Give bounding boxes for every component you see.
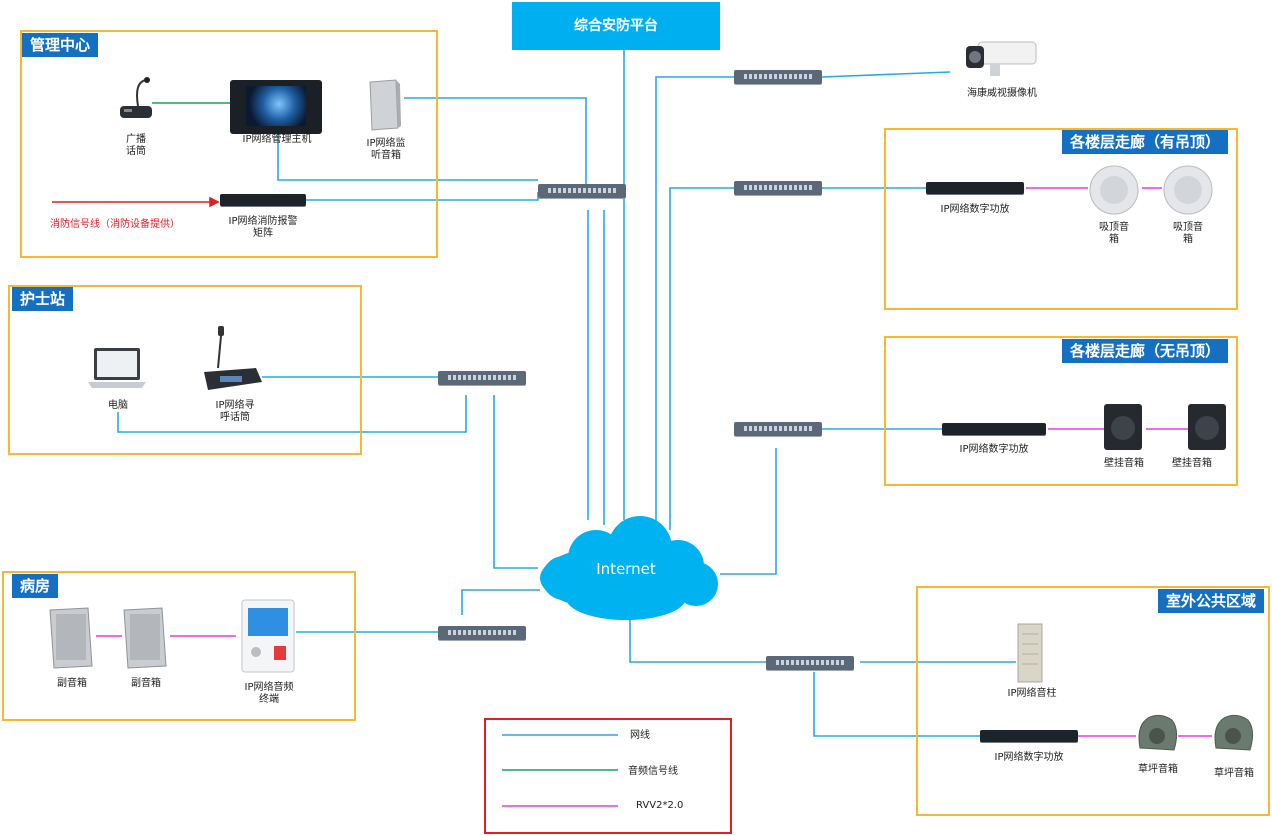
wire-wardswitch-cloud xyxy=(461,589,540,615)
wall-speaker-2-label: 壁挂音箱 xyxy=(1172,458,1212,469)
monitor-speaker-label: IP网络监 听音箱 xyxy=(366,138,406,161)
switch-ward[interactable] xyxy=(438,626,526,640)
amplifier-noceiling[interactable] xyxy=(942,423,1046,435)
lawn-speaker-1-icon xyxy=(1138,714,1178,751)
camera-label: 海康威视摄像机 xyxy=(967,88,1037,99)
switch-management[interactable] xyxy=(538,184,626,198)
switch-nurse[interactable] xyxy=(438,371,526,385)
zone-outdoor xyxy=(916,586,1270,816)
column-speaker-icon xyxy=(1017,623,1043,683)
laptop-icon xyxy=(88,348,146,388)
microphone-icon xyxy=(120,77,152,118)
legend-network-label: 网线 xyxy=(630,730,650,741)
sub-speaker-1-icon xyxy=(49,607,93,669)
zone-corridor-ceiling xyxy=(884,128,1238,310)
wire-nurseswitch-cloud xyxy=(493,395,538,569)
internet-label: Internet xyxy=(596,560,656,578)
security-platform[interactable]: 综合安防平台 xyxy=(512,2,720,50)
paging-mic-label: IP网络寻 呼话筒 xyxy=(215,400,255,423)
ceiling-speaker-1-label: 吸顶音 箱 xyxy=(1099,222,1129,245)
computer-label: 电脑 xyxy=(108,400,128,411)
wall-speaker-2-icon xyxy=(1188,404,1226,450)
lawn-speaker-1-label: 草坪音箱 xyxy=(1138,764,1178,775)
sub-speaker-1-label: 副音箱 xyxy=(57,678,87,689)
broadcast-mic-label: 广播 话筒 xyxy=(126,134,146,157)
wire-outamp-switch xyxy=(813,672,980,737)
wire-ceilswitch-cloud xyxy=(669,187,736,530)
legend-rvv-label: RVV2*2.0 xyxy=(636,800,684,811)
switch-corridor-noceiling[interactable] xyxy=(734,422,822,436)
column-speaker-label: IP网络音柱 xyxy=(1007,688,1057,699)
zone-outdoor-title: 室外公共区域 xyxy=(1158,589,1265,613)
legend-audio-label: 音频信号线 xyxy=(628,766,678,777)
wire-computer-switch xyxy=(117,395,467,433)
camera-icon xyxy=(966,41,1037,76)
switch-camera[interactable] xyxy=(734,70,822,84)
lawn-speaker-2-label: 草坪音箱 xyxy=(1214,768,1254,779)
management-host[interactable] xyxy=(230,80,322,134)
monitor-speaker-icon xyxy=(369,79,401,131)
zone-ward-title: 病房 xyxy=(12,574,59,598)
wall-speaker-1-icon xyxy=(1104,404,1142,450)
zone-ward xyxy=(2,571,356,721)
wire-cloud-outswitch xyxy=(629,618,766,663)
zone-nurse-title: 护士站 xyxy=(12,287,74,311)
zone-corridor-noceiling-title: 各楼层走廊（无吊顶） xyxy=(1062,339,1229,363)
lawn-speaker-2-icon xyxy=(1214,714,1254,751)
audio-terminal-icon xyxy=(241,599,295,673)
ceiling-speaker-2-label: 吸顶音 箱 xyxy=(1173,222,1203,245)
wire-camera-switch xyxy=(821,71,951,78)
zone-management xyxy=(20,30,438,258)
wall-speaker-1-label: 壁挂音箱 xyxy=(1104,458,1144,469)
internet-cloud-icon xyxy=(540,516,718,620)
zone-corridor-noceiling xyxy=(884,336,1238,486)
switch-outdoor[interactable] xyxy=(766,656,854,670)
zone-management-title: 管理中心 xyxy=(22,33,99,57)
amplifier-ceiling[interactable] xyxy=(926,182,1024,194)
sub-speaker-2-icon xyxy=(123,607,167,669)
wire-camswitch-cloud xyxy=(655,76,736,525)
fire-alarm-matrix[interactable] xyxy=(220,194,306,206)
wire-noceilswitch-cloud xyxy=(720,448,777,575)
amplifier-outdoor[interactable] xyxy=(980,730,1078,742)
switch-corridor-ceiling[interactable] xyxy=(734,181,822,195)
management-host-label: IP网络管理主机 xyxy=(242,134,312,145)
zone-nurse xyxy=(8,285,362,455)
sub-speaker-2-label: 副音箱 xyxy=(131,678,161,689)
amplifier-outdoor-label: IP网络数字功放 xyxy=(994,752,1064,763)
wire-monitor-switch xyxy=(404,97,587,184)
ceiling-speaker-2-icon xyxy=(1163,165,1213,215)
audio-terminal-label: IP网络音频 终端 xyxy=(244,682,294,705)
paging-mic-icon xyxy=(204,326,262,390)
amplifier-ceiling-label: IP网络数字功放 xyxy=(940,204,1010,215)
fire-signal-label: 消防信号线（消防设备提供） xyxy=(50,219,180,230)
amplifier-noceiling-label: IP网络数字功放 xyxy=(959,444,1029,455)
legend xyxy=(484,718,732,834)
wire-host-switch xyxy=(277,118,538,181)
zone-corridor-ceiling-title: 各楼层走廊（有吊顶） xyxy=(1062,130,1229,154)
fire-alarm-matrix-label: IP网络消防报警 矩阵 xyxy=(228,216,298,239)
ceiling-speaker-1-icon xyxy=(1089,165,1139,215)
